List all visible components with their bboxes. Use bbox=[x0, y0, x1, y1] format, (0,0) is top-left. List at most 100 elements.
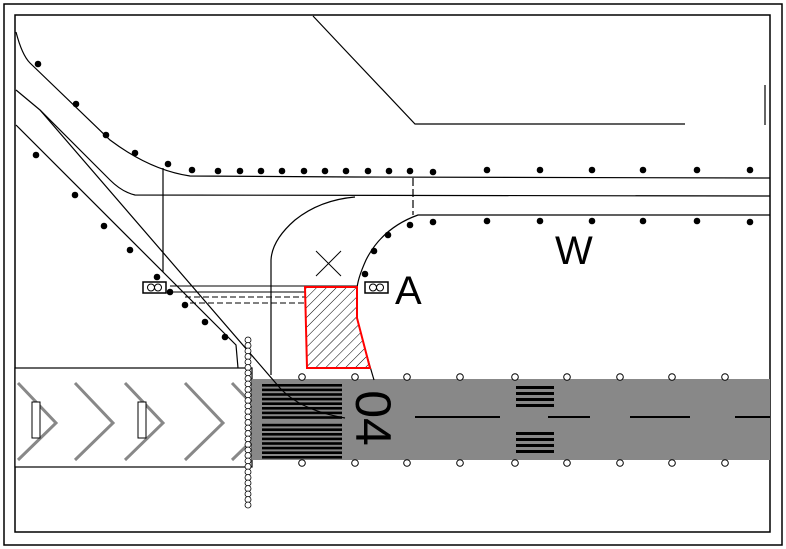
edge-light-dot bbox=[639, 166, 647, 174]
threshold-bar bbox=[262, 446, 342, 450]
edge-light-dot bbox=[71, 191, 79, 199]
threshold-bar bbox=[262, 451, 342, 454]
threshold-bar bbox=[262, 393, 342, 396]
edge-light-dot bbox=[300, 167, 308, 175]
edge-light-dot bbox=[32, 151, 40, 159]
edge-light-dot bbox=[588, 217, 596, 225]
edge-light-dot bbox=[483, 166, 491, 174]
edge-light-dot bbox=[221, 333, 229, 341]
threshold-bar bbox=[262, 423, 342, 427]
touchdown-bar bbox=[516, 404, 554, 407]
threshold-bar bbox=[262, 407, 342, 410]
edge-light-dot bbox=[201, 318, 209, 326]
threshold-bar bbox=[262, 411, 342, 415]
edge-light-dot bbox=[131, 149, 139, 157]
touchdown-bar bbox=[516, 386, 554, 389]
edge-light-dot bbox=[429, 168, 437, 176]
taxiway-edges bbox=[15, 15, 771, 419]
edge-light bbox=[721, 373, 729, 381]
touchdown-bar bbox=[516, 398, 554, 401]
edge-light-dot bbox=[188, 166, 196, 174]
taxiway-edge-lights bbox=[32, 60, 754, 341]
edge-light-dot bbox=[257, 167, 265, 175]
edge-light-dot bbox=[236, 167, 244, 175]
threshold-bar bbox=[262, 397, 342, 401]
threshold-bar bbox=[262, 437, 342, 441]
threshold-lights bbox=[244, 336, 252, 509]
outer-frame bbox=[3, 3, 783, 546]
edge-light-dot bbox=[536, 166, 544, 174]
edge-light-dot bbox=[321, 167, 329, 175]
edge-light-dot bbox=[385, 167, 393, 175]
edge-light bbox=[563, 373, 571, 381]
touchdown-bar bbox=[516, 438, 554, 441]
edge-light-dot bbox=[214, 167, 222, 175]
touchdown-bar bbox=[516, 450, 554, 453]
edge-light-dot bbox=[100, 222, 108, 230]
chevron-mark bbox=[73, 381, 116, 462]
runway-designator: 04 bbox=[345, 390, 401, 446]
edge-light-dot bbox=[693, 166, 701, 174]
touchdown-bar bbox=[516, 392, 554, 395]
taxiway-label-w: W bbox=[555, 229, 593, 273]
edge-light-dot bbox=[361, 270, 369, 278]
edge-light bbox=[298, 373, 306, 381]
edge-light bbox=[616, 373, 624, 381]
edge-light bbox=[403, 459, 411, 467]
threshold-bar bbox=[262, 416, 342, 419]
overrun-marker bbox=[31, 401, 41, 439]
hot-spot-area bbox=[303, 286, 372, 369]
edge-light bbox=[351, 373, 359, 381]
edge-light bbox=[403, 373, 411, 381]
touchdown-bar bbox=[516, 444, 554, 447]
edge-light bbox=[668, 373, 676, 381]
overrun-marker bbox=[137, 401, 147, 439]
edge-light-dot bbox=[342, 167, 350, 175]
edge-light bbox=[668, 459, 676, 467]
runway: 04 bbox=[252, 373, 770, 467]
edge-light-dot bbox=[181, 301, 189, 309]
edge-light bbox=[456, 373, 464, 381]
threshold-bar bbox=[262, 388, 342, 392]
edge-light bbox=[511, 373, 519, 381]
threshold-bar bbox=[262, 456, 342, 459]
edge-light bbox=[511, 459, 519, 467]
threshold-bar bbox=[262, 402, 342, 405]
edge-light-dot bbox=[429, 218, 437, 226]
runway-edge-lights bbox=[298, 373, 729, 467]
chevron-mark bbox=[183, 381, 226, 462]
hold-sign-left bbox=[142, 281, 167, 294]
threshold-bar bbox=[262, 428, 342, 431]
edge-light bbox=[298, 459, 306, 467]
touchdown-bar bbox=[516, 432, 554, 435]
edge-light-dot bbox=[278, 167, 286, 175]
edge-light-dot bbox=[126, 246, 134, 254]
hold-sign-right bbox=[364, 281, 389, 294]
threshold-bar bbox=[262, 442, 342, 445]
edge-light-dot bbox=[364, 167, 372, 175]
edge-light bbox=[563, 459, 571, 467]
chevron-mark bbox=[123, 381, 166, 462]
chevron-mark bbox=[16, 381, 59, 462]
edge-light-dot bbox=[406, 167, 414, 175]
edge-light-dot bbox=[384, 231, 392, 239]
threshold-bar bbox=[262, 384, 342, 387]
closed-x-icon bbox=[315, 250, 342, 277]
edge-light-dot bbox=[72, 100, 80, 108]
touchdown-markings bbox=[516, 386, 554, 453]
edge-light bbox=[721, 459, 729, 467]
edge-light bbox=[616, 459, 624, 467]
edge-light-dot bbox=[34, 60, 42, 68]
edge-light-dot bbox=[746, 166, 754, 174]
edge-light-dot bbox=[406, 221, 414, 229]
edge-light bbox=[456, 459, 464, 467]
overrun-area bbox=[14, 367, 273, 468]
taxiway-label-a: A bbox=[395, 269, 422, 313]
threshold-bar bbox=[262, 433, 342, 436]
edge-light-dot bbox=[746, 218, 754, 226]
threshold-light bbox=[244, 501, 252, 509]
edge-light-dot bbox=[164, 160, 172, 168]
edge-light-dot bbox=[639, 217, 647, 225]
edge-light-dot bbox=[588, 166, 596, 174]
